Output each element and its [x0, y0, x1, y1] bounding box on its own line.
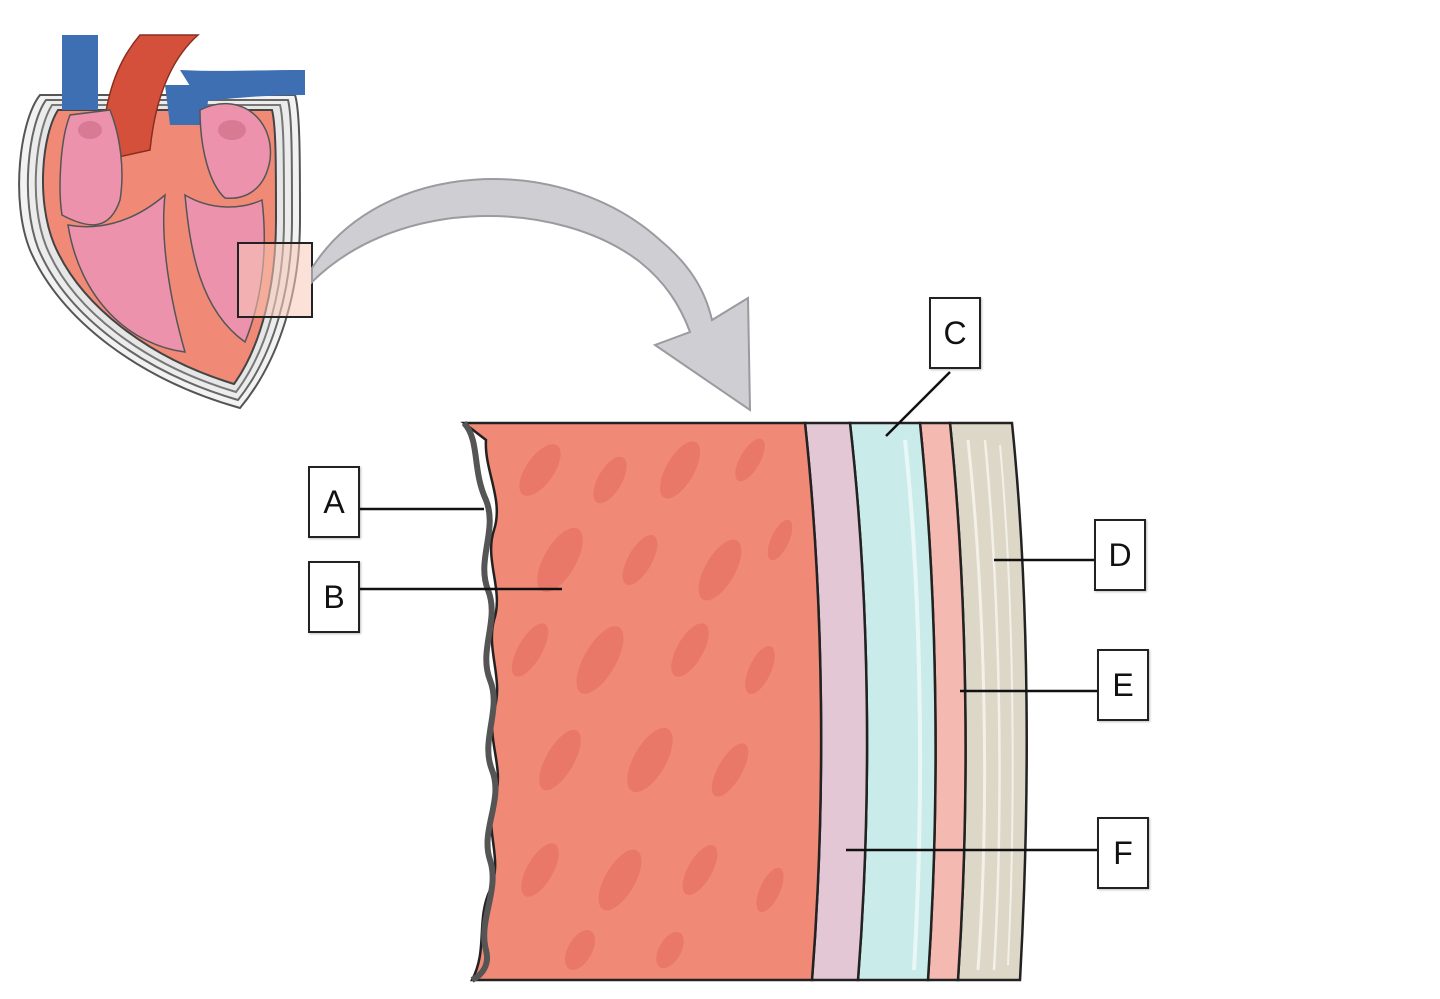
leader-line-c [885, 371, 951, 437]
heart-icon [18, 34, 313, 410]
label-b: B [308, 561, 360, 633]
label-c: C [929, 297, 981, 369]
muscle-fibers [511, 438, 793, 970]
label-f: F [1097, 817, 1149, 889]
curved-arrow-icon [311, 178, 752, 412]
label-a: A [308, 466, 360, 538]
label-e: E [1097, 649, 1149, 721]
leader-lines [360, 371, 1097, 852]
label-d: D [1094, 519, 1146, 591]
endocardium-layer [461, 420, 499, 983]
